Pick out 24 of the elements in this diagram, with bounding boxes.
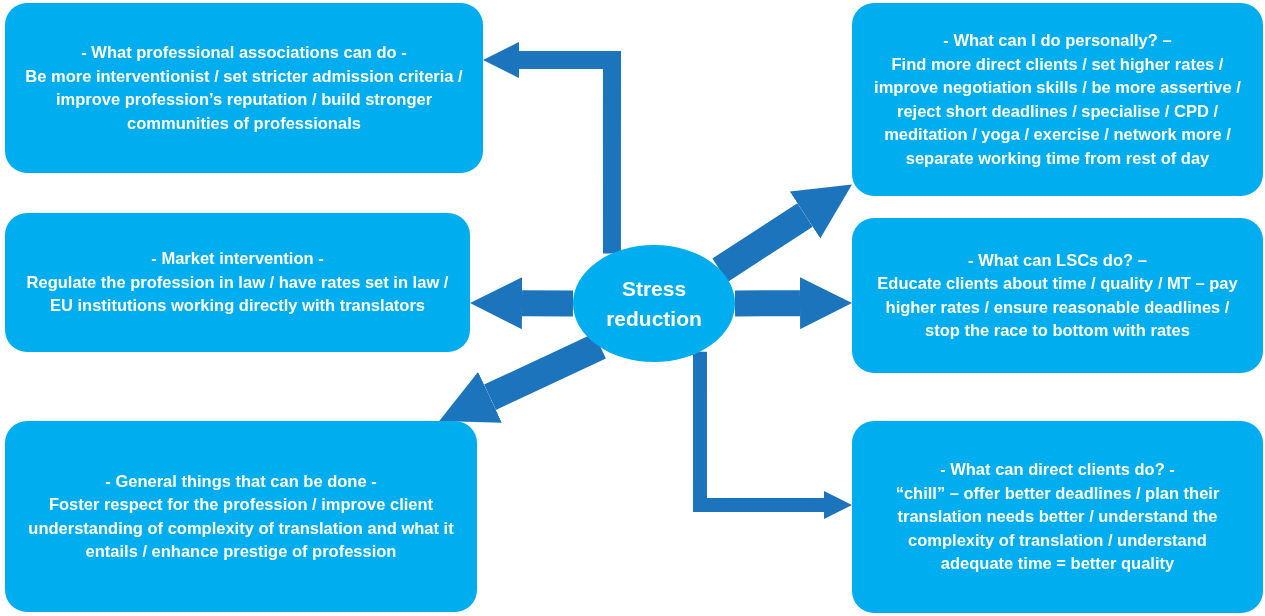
block-arrow	[712, 184, 852, 282]
block-arrow	[470, 277, 574, 330]
block-arrow	[734, 277, 852, 330]
box-heading: - Market intervention -	[151, 248, 324, 270]
box-text: Foster respect for the profession / improve client understanding of complexity of translation and what it entails / enhance prestige of profession	[27, 494, 455, 562]
box-text: Regulate the profession in law / have rates set in law / EU institutions working directly with translators	[25, 271, 450, 317]
box-heading: - What professional associations can do -	[81, 42, 407, 63]
topic-box	[852, 421, 1263, 613]
box-heading: - What can LSCs do? –	[968, 249, 1147, 271]
box-heading: - What can direct clients do? -	[940, 459, 1175, 481]
box-text: Find more direct clients / set higher rates / improve negotiation skills / be more assertive / reject short deadlines / specialise / CPD / meditation / yoga / exercise / network more / separate working time from rest of day	[873, 53, 1242, 169]
topic-box	[5, 213, 470, 352]
topic-box	[852, 218, 1263, 373]
topic-box	[5, 421, 477, 612]
box-heading: - General things that can be done -	[105, 470, 377, 492]
box-text: Stress reduction	[605, 275, 703, 332]
box-text: “chill” – offer better deadlines / plan their translation needs better / understand the complexity of translation / understand adequate time = better quality	[894, 482, 1221, 575]
topic-box	[852, 3, 1263, 196]
box-heading: - What can I do personally? –	[943, 30, 1172, 51]
topic-box	[5, 3, 483, 173]
box-text: Educate clients about time / quality / MT – pay higher rates / ensure reasonable deadlines / stop the race to bottom with rates	[876, 273, 1239, 341]
block-arrow	[693, 351, 852, 519]
block-arrow	[483, 41, 621, 254]
box-text: Be more interventionist / set stricter admission criteria / improve profession’s reputation / build stronger communities of professionals	[25, 65, 463, 134]
